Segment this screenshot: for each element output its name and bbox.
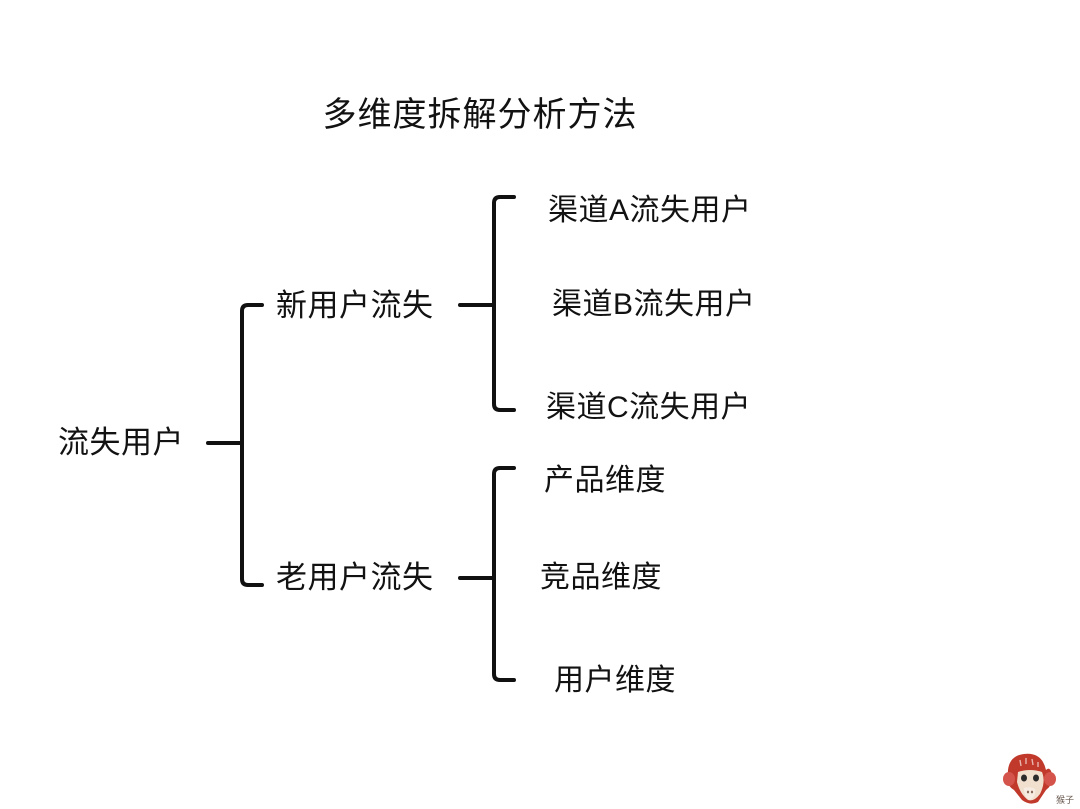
node-leaf-channel-a: 渠道A流失用户 — [548, 194, 752, 227]
connector-main-bracket — [240, 303, 264, 587]
page-title: 多维度拆解分析方法 — [322, 96, 638, 134]
node-branch-new-user-churn: 新用户流失 — [276, 288, 434, 323]
connector-branch0-bracket — [492, 195, 516, 412]
monkey-face-icon — [1003, 753, 1056, 804]
node-branch-old-user-churn: 老用户流失 — [276, 560, 434, 595]
watermark: 猴子 — [988, 748, 1076, 806]
node-leaf-product-dimension: 产品维度 — [544, 464, 666, 497]
watermark-label: 猴子 — [1055, 795, 1074, 805]
connector-branch1-bracket — [492, 466, 516, 682]
node-leaf-competitor-dimension: 竞品维度 — [540, 561, 662, 594]
node-leaf-channel-c: 渠道C流失用户 — [546, 391, 752, 424]
node-leaf-user-dimension: 用户维度 — [554, 664, 676, 697]
node-root: 流失用户 — [58, 425, 184, 460]
node-leaf-channel-b: 渠道B流失用户 — [552, 288, 756, 321]
